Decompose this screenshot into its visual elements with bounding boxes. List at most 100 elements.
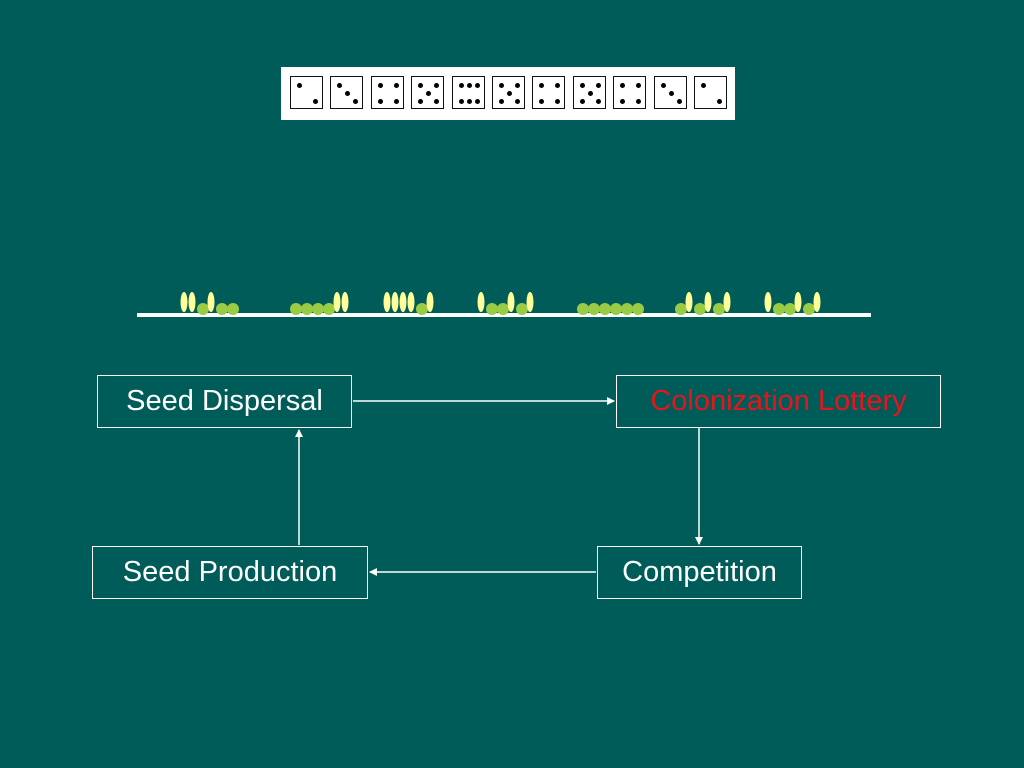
die-pip	[499, 99, 504, 104]
die-pip	[434, 83, 440, 88]
die-pip	[539, 99, 545, 104]
die-pip	[587, 91, 593, 96]
seedling-upright	[426, 292, 434, 312]
seedling-upright	[188, 292, 196, 312]
die-pip	[636, 83, 642, 88]
die-pip	[353, 99, 359, 104]
seedling-round	[416, 303, 428, 315]
die-pip	[595, 99, 601, 104]
seedling-upright	[704, 292, 712, 312]
die-pip	[555, 83, 561, 88]
die-pip	[458, 83, 464, 88]
seedling-upright	[526, 292, 534, 312]
die-pip	[337, 83, 343, 88]
seedling-round	[227, 303, 239, 315]
die-face	[694, 76, 727, 109]
seedling-upright	[333, 292, 341, 312]
die-pip	[377, 99, 383, 104]
seedling-round	[599, 303, 611, 315]
die-pip	[297, 83, 302, 88]
seedling-upright	[207, 292, 215, 312]
seedling-round	[632, 303, 644, 315]
die-pip	[434, 99, 440, 104]
seedling-upright	[477, 292, 485, 312]
seedling-upright	[180, 292, 188, 312]
seedling-upright	[391, 292, 399, 312]
seedling-upright	[383, 292, 391, 312]
competition-box: Competition	[597, 546, 802, 599]
seedling-round	[216, 303, 228, 315]
die-pip	[579, 83, 585, 88]
die-pip	[418, 83, 424, 88]
seedling-upright	[399, 292, 407, 312]
seedling-upright	[407, 292, 415, 312]
die-face	[653, 76, 687, 109]
seedling-round	[675, 303, 687, 315]
seedling-upright	[813, 292, 821, 312]
die-pip	[313, 99, 318, 104]
die-face	[492, 76, 525, 109]
die-pip	[620, 99, 626, 104]
seed-dispersal-label: Seed Dispersal	[126, 385, 323, 417]
die-pip	[474, 99, 480, 104]
die-pip	[595, 83, 601, 88]
seedling-round	[588, 303, 600, 315]
seedling-round	[323, 303, 335, 315]
die-pip	[466, 99, 472, 104]
seedling-round	[486, 303, 498, 315]
die-pip	[458, 99, 464, 104]
die-pip	[539, 83, 545, 88]
seed-production-box: Seed Production	[92, 546, 368, 599]
die-pip	[377, 83, 383, 88]
die-pip	[499, 83, 504, 88]
die-pip	[466, 83, 472, 88]
seedling-round	[713, 303, 725, 315]
die-pip	[717, 99, 722, 104]
seedling-upright	[507, 292, 515, 312]
die-pip	[660, 83, 666, 88]
seedling-round	[803, 303, 815, 315]
seedling-upright	[764, 292, 772, 312]
die-pip	[620, 83, 626, 88]
die-face	[613, 76, 647, 109]
seedling-round	[694, 303, 706, 315]
seedling-round	[516, 303, 528, 315]
die-pip	[507, 91, 512, 96]
die-face	[370, 76, 404, 109]
die-pip	[393, 99, 399, 104]
seedling-upright	[723, 292, 731, 312]
seed-dispersal-box: Seed Dispersal	[97, 375, 352, 428]
die-face	[411, 76, 445, 109]
die-pip	[579, 99, 585, 104]
seedling-round	[577, 303, 589, 315]
seedling-round	[290, 303, 302, 315]
seedling-round	[610, 303, 622, 315]
die-pip	[555, 99, 561, 104]
seedling-round	[784, 303, 796, 315]
die-pip	[474, 83, 480, 88]
die-pip	[426, 91, 432, 96]
seedling-round	[197, 303, 209, 315]
die-pip	[418, 99, 424, 104]
seedling-round	[497, 303, 509, 315]
die-pip	[345, 91, 351, 96]
seedling-upright	[341, 292, 349, 312]
die-face	[451, 76, 485, 109]
competition-label: Competition	[622, 556, 777, 588]
die-face	[290, 76, 323, 109]
die-pip	[515, 83, 520, 88]
colonization-lottery-box: Colonization Lottery	[616, 375, 941, 428]
die-face	[572, 76, 606, 109]
die-pip	[701, 83, 706, 88]
seed-production-label: Seed Production	[122, 556, 338, 588]
die-pip	[515, 99, 520, 104]
die-face	[330, 76, 364, 109]
die-pip	[636, 99, 642, 104]
seedling-upright	[685, 292, 693, 312]
seedling-round	[312, 303, 324, 315]
dice-strip	[281, 67, 735, 120]
die-pip	[393, 83, 399, 88]
colonization-lottery-label: Colonization Lottery	[650, 385, 907, 417]
die-pip	[676, 99, 682, 104]
